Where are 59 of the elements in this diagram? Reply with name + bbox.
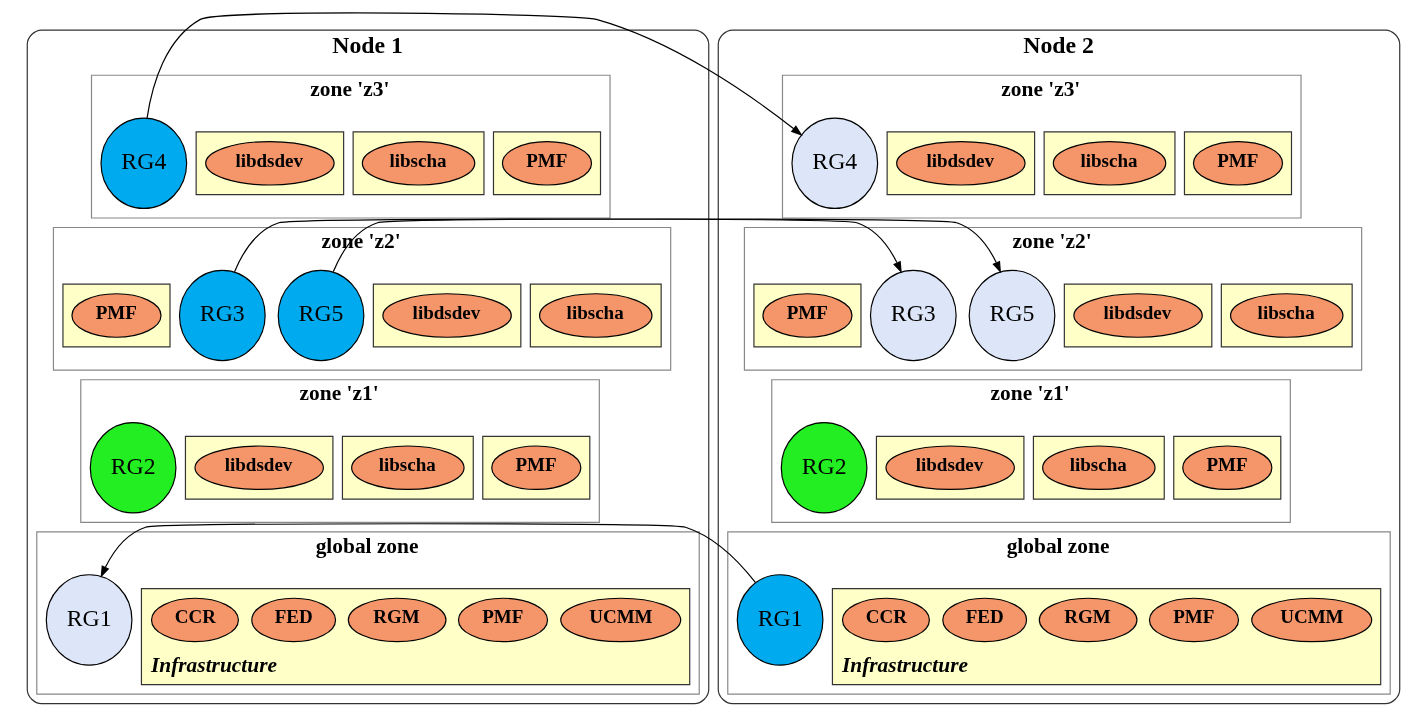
cluster [1220,283,1353,348]
cluster [1183,131,1293,196]
cluster [341,435,474,500]
node-ellipse: PMF [1182,445,1273,491]
node-ellipse: PMF [71,293,162,338]
node-ellipse: libscha [1052,140,1167,186]
node-ellipse: UCMM [1251,597,1373,643]
node-ellipse: RGM [1038,597,1138,643]
cluster [1032,435,1165,500]
node-ellipse: libscha [351,445,465,491]
node-circle: RG2 [780,421,868,514]
cluster [372,283,522,348]
node-ellipse: libscha [361,140,476,186]
cluster [1063,283,1213,348]
arrow [100,523,756,583]
node-ellipse: PMF [1148,597,1240,643]
arrow [332,218,1002,274]
cluster [1043,131,1176,196]
arrow [146,12,803,136]
cluster [482,435,591,500]
node-ellipse: libscha [1042,445,1156,491]
node-ellipse: PMF [457,597,549,643]
node-circle: RG2 [89,421,177,514]
arrow [233,218,902,274]
node-circle: RG1 [736,574,824,666]
node-ellipse: UCMM [560,597,682,643]
node-ellipse: FED [942,597,1028,643]
node-ellipse: PMF [491,445,582,491]
cluster [195,131,345,196]
cluster [1173,435,1282,500]
node-ellipse: libdsdev [205,140,335,186]
node-circle: RG3 [869,269,957,362]
cluster [62,283,171,348]
node-ellipse: FED [251,597,337,643]
node-ellipse: libscha [538,293,653,338]
cluster [184,435,334,500]
node-ellipse: libdsdev [885,445,1015,491]
node-ellipse: PMF [762,293,853,338]
node-circle: RG5 [277,269,365,362]
node-ellipse: CCR [841,597,930,643]
node-circle: RG3 [178,269,266,362]
node-ellipse: libdsdev [1073,293,1203,338]
node-ellipse: RGM [347,597,447,643]
cluster [352,131,485,196]
node-ellipse: libdsdev [382,293,512,338]
cluster [492,131,602,196]
node-ellipse: CCR [150,597,239,643]
node-circle: RG4 [100,117,188,210]
cluster [529,283,662,348]
node-ellipse: PMF [1192,140,1284,186]
node-ellipse: libdsdev [896,140,1026,186]
node-ellipse: PMF [501,140,593,186]
cluster [875,435,1025,500]
cluster [886,131,1036,196]
cluster [753,283,862,348]
node-circle: RG5 [968,269,1056,362]
node-ellipse: libdsdev [194,445,324,491]
node-circle: RG1 [45,574,133,666]
node-ellipse: libscha [1229,293,1344,338]
